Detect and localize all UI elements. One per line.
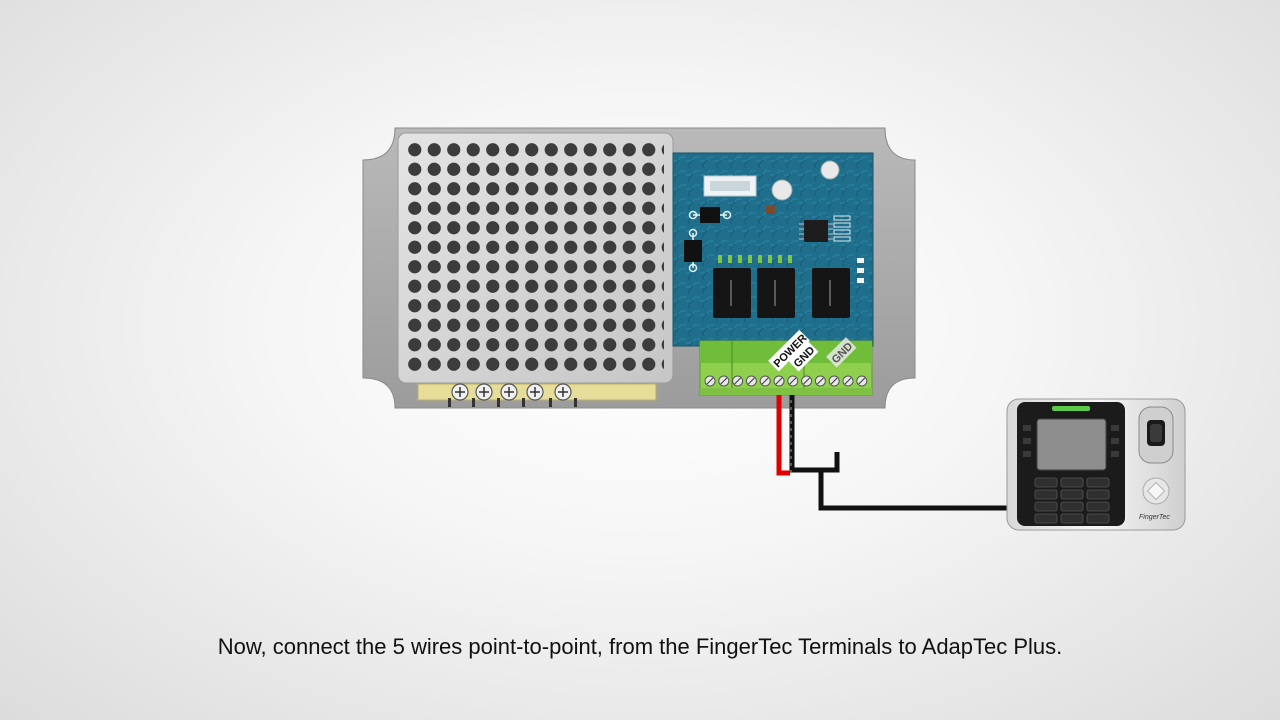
ground-wire-link [789,395,821,473]
input-terminal-strip [417,383,657,407]
terminal-screw-slot [830,377,838,385]
terminal-screw-slot [817,377,824,385]
terminal-screw-slot [734,377,741,385]
fingerprint-sensor [1138,406,1174,464]
pcb-diode-2 [684,228,702,273]
terminal-screw-slot [748,377,755,385]
power-wire [776,395,790,476]
terminal-screw-slot [775,377,783,385]
terminal-screen [1036,418,1107,471]
terminal-screw-slot [803,377,810,385]
pcb-diode-1 [688,207,732,223]
navigation-pad-icon [1142,477,1170,505]
device-brand-logo: FingerTec [1139,514,1170,521]
ground-wire [818,452,1012,511]
caption: Now, connect the 5 wires point-to-point,… [217,634,1063,659]
terminal-side-buttons [1023,425,1119,457]
pcb-led-1 [771,179,793,201]
terminal-keypad [1034,477,1110,524]
terminal-screw-slot [761,377,769,385]
vent-grill [397,132,674,384]
wiring [776,395,1012,511]
adaptec-plus-pcb: POWER GND GND [672,152,874,396]
terminal-screw-slot [706,377,714,385]
terminal-screw-slot [720,377,728,385]
terminal-screw-slot [789,377,797,385]
fingertec-terminal: FingerTec [1006,398,1186,531]
pcb-relays [713,268,850,318]
pcb-led-2 [820,160,840,180]
terminal-screw-slot [844,377,852,385]
terminal-screw-slot [858,377,866,385]
pcb-chip [766,206,851,242]
